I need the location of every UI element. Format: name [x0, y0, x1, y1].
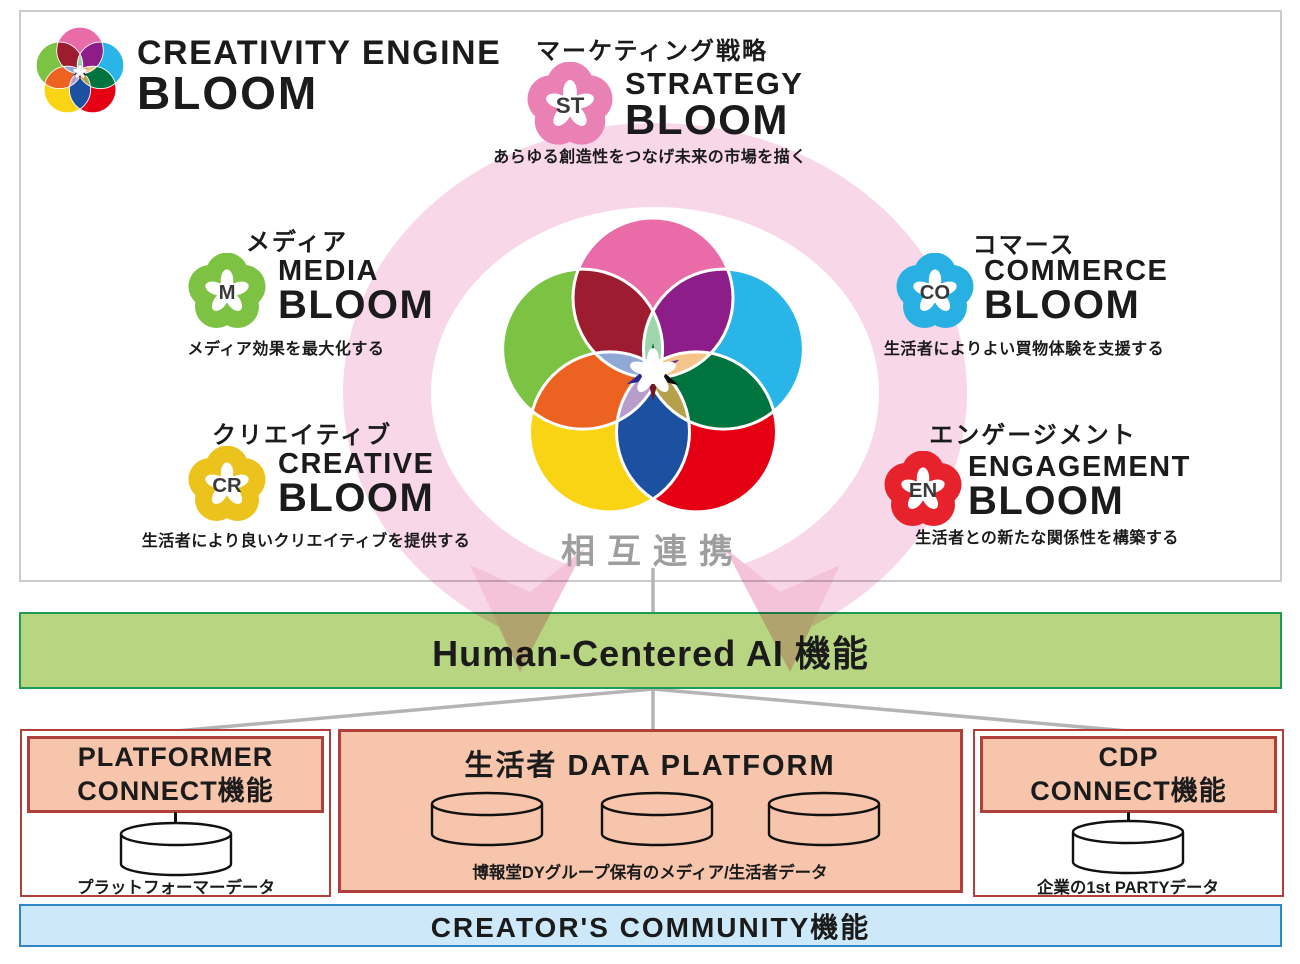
engagement-name: ENGAGEMENT — [968, 451, 1191, 483]
strategy-name: STRATEGY — [625, 66, 804, 101]
media-category-label: メディア — [245, 229, 349, 256]
commerce-name-bloom: BLOOM — [984, 283, 1141, 327]
human-centered-ai-label: Human-Centered AI 機能 — [432, 632, 869, 674]
cdp-cylinder-connector — [1126, 812, 1130, 820]
media-tagline: メディア効果を最大化する — [187, 341, 385, 358]
bloom-venn-diagram — [488, 207, 818, 537]
platformer-connect-title-line2: CONNECT機能 — [77, 775, 274, 806]
strategy-bloom-icon: ST — [527, 62, 613, 148]
svg-text:CR: CR — [212, 475, 242, 497]
database-cylinder-icon — [599, 790, 715, 848]
cdp-connect-title-line1: CDP — [1098, 741, 1159, 772]
svg-text:M: M — [219, 282, 236, 304]
cdp-connect-title-line2: CONNECT機能 — [1030, 775, 1227, 806]
commerce-category-label: コマース — [972, 232, 1076, 259]
strategy-category-label: マーケティング戦略 — [535, 38, 769, 65]
creative-category-label: クリエイティブ — [211, 422, 393, 449]
database-cylinder-icon — [429, 790, 545, 848]
platformer-cylinder-connector — [174, 812, 177, 822]
logo-title-line1: CREATIVITY ENGINE — [137, 34, 502, 72]
consumer-data-platform-title: 生活者 DATA PLATFORM — [464, 750, 836, 782]
database-cylinder-icon — [1070, 818, 1186, 876]
svg-text:CO: CO — [920, 282, 950, 304]
platformer-data-caption: プラットフォーマーデータ — [77, 879, 275, 897]
human-centered-ai-bar: Human-Centered AI 機能 — [19, 612, 1282, 689]
media-name-bloom: BLOOM — [278, 283, 435, 327]
svg-text:EN: EN — [909, 480, 937, 502]
engagement-category-label: エンゲージメント — [929, 422, 1137, 449]
platformer-connect-title-line1: PLATFORMER — [77, 741, 274, 772]
cdp-data-caption: 企業の1st PARTYデータ — [1036, 879, 1220, 897]
creative-name: CREATIVE — [278, 448, 435, 480]
bloom-logo-icon — [32, 24, 128, 120]
engagement-bloom-icon: EN — [884, 451, 962, 529]
engagement-tagline: 生活者との新たな関係性を構築する — [915, 530, 1179, 547]
engagement-name-bloom: BLOOM — [968, 479, 1125, 523]
cdp-connect-box: CDP CONNECT機能 — [980, 736, 1277, 813]
creative-tagline: 生活者により良いクリエイティブを提供する — [141, 533, 471, 550]
commerce-name: COMMERCE — [984, 255, 1169, 287]
consumer-data-caption: 博報堂DYグループ保有のメディア/生活者データ — [472, 864, 828, 882]
creative-bloom-icon: CR — [188, 446, 266, 524]
commerce-bloom-icon: CO — [896, 253, 974, 331]
platformer-connect-box: PLATFORMER CONNECT機能 — [27, 736, 324, 813]
database-cylinder-icon — [118, 820, 234, 878]
strategy-name-bloom: BLOOM — [625, 96, 789, 143]
commerce-tagline: 生活者によりよい買物体験を支援する — [883, 341, 1165, 358]
creators-community-bar: CREATOR'S COMMUNITY機能 — [19, 904, 1282, 947]
creative-name-bloom: BLOOM — [278, 476, 435, 520]
svg-text:ST: ST — [556, 93, 585, 118]
strategy-tagline: あらゆる創造性をつなげ未来の市場を描く — [493, 149, 807, 166]
creators-community-label: CREATOR'S COMMUNITY機能 — [430, 911, 871, 943]
media-name: MEDIA — [278, 255, 379, 287]
media-bloom-icon: M — [188, 253, 266, 331]
logo-title-line2: BLOOM — [137, 67, 319, 119]
database-cylinder-icon — [766, 790, 882, 848]
mutual-collaboration-label: 相互連携 — [561, 533, 745, 571]
